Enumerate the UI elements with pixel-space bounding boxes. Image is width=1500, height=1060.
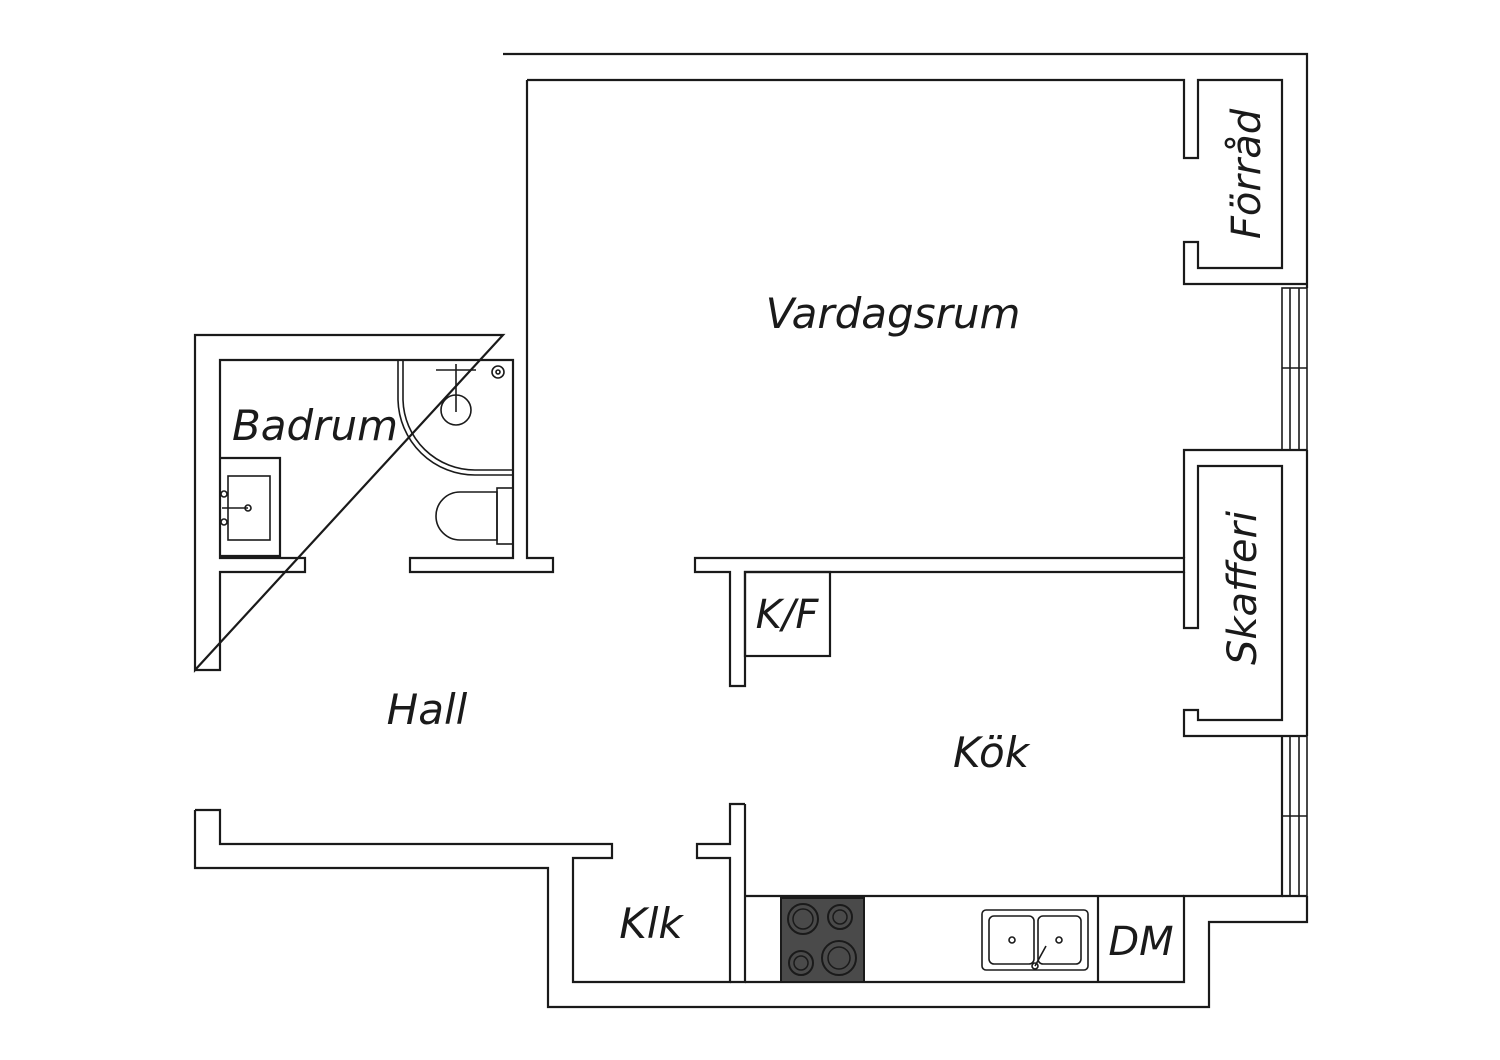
room-label-hall: Hall bbox=[387, 685, 468, 734]
window-living bbox=[1281, 287, 1308, 451]
shower-icon bbox=[397, 360, 513, 476]
window-kitchen bbox=[1281, 735, 1308, 897]
stove-icon bbox=[780, 897, 865, 983]
exterior-walls bbox=[193, 52, 1309, 1009]
room-label-vardagsrum: Vardagsrum bbox=[766, 289, 1021, 338]
fridge-freezer-box bbox=[743, 570, 832, 658]
room-label-dm: DM bbox=[1108, 919, 1173, 965]
kitchen-sink-icon bbox=[981, 909, 1089, 971]
room-label-skafferi: Skafferi bbox=[1220, 511, 1266, 665]
toilet-icon bbox=[435, 487, 514, 545]
room-label-klk: Klk bbox=[619, 899, 684, 948]
sink-icon bbox=[220, 475, 271, 541]
room-label-kf: K/F bbox=[756, 592, 820, 638]
room-label-kok: Kök bbox=[953, 728, 1031, 777]
room-label-badrum: Badrum bbox=[232, 401, 398, 450]
room-label-forrad: Förråd bbox=[1224, 108, 1270, 239]
